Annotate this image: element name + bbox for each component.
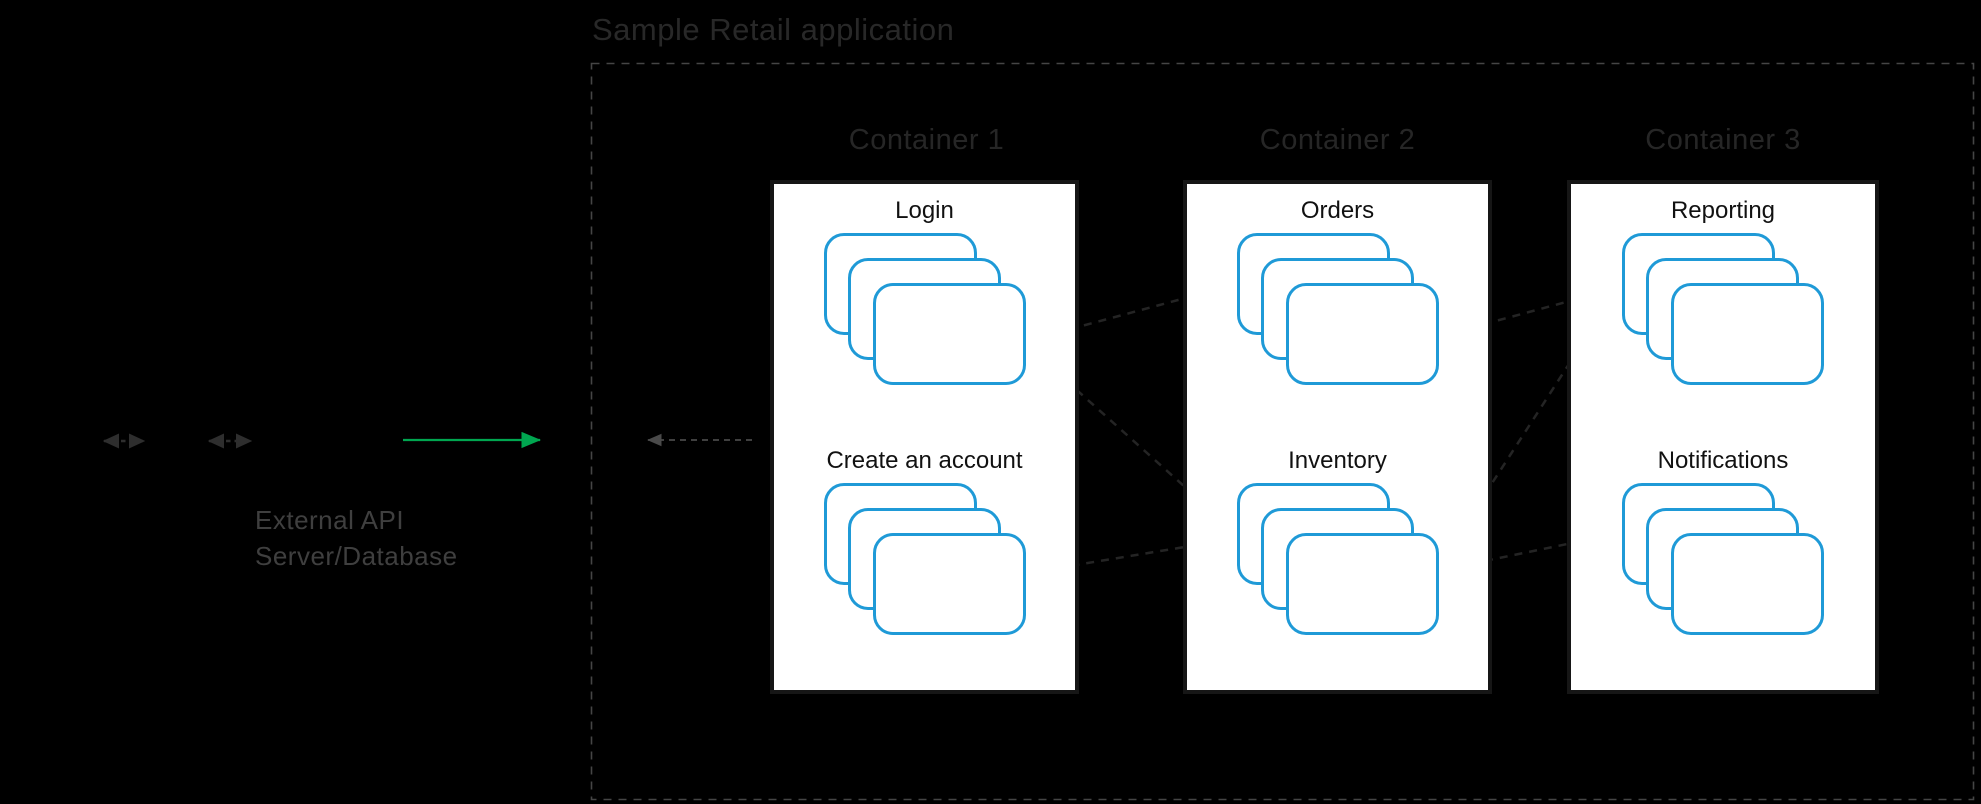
container-1-box: Login Create an account xyxy=(770,180,1079,694)
service-notifications: Notifications xyxy=(1571,446,1875,635)
service-notifications-stack xyxy=(1622,483,1824,635)
service-create-account-stack xyxy=(823,483,1026,635)
container-2-box: Orders Inventory xyxy=(1183,180,1492,694)
service-orders-label: Orders xyxy=(1300,197,1375,224)
external-system-label: External API Server/Database xyxy=(255,502,458,574)
service-reporting: Reporting xyxy=(1571,196,1875,385)
service-card xyxy=(872,283,1026,385)
service-inventory-label: Inventory xyxy=(1288,447,1387,474)
external-system-line1: External API xyxy=(255,505,405,535)
container-3-label: Container 3 xyxy=(1645,124,1801,156)
service-card xyxy=(1285,533,1439,635)
service-card xyxy=(1285,283,1439,385)
container-1-label: Container 1 xyxy=(848,124,1005,156)
service-login: Login xyxy=(774,196,1075,385)
diagram-title: Sample Retail application xyxy=(592,12,955,47)
service-orders-stack xyxy=(1236,233,1439,385)
service-inventory: Inventory xyxy=(1187,446,1488,635)
service-card xyxy=(1671,283,1824,385)
system-boundary xyxy=(590,62,1975,801)
container-2-label: Container 2 xyxy=(1259,124,1416,156)
service-orders: Orders xyxy=(1187,196,1488,385)
service-login-label: Login xyxy=(895,197,954,224)
service-create-account: Create an account xyxy=(774,446,1075,635)
service-reporting-stack xyxy=(1622,233,1824,385)
external-system-line2: Server/Database xyxy=(255,541,458,571)
container-3-box: Reporting Notifications xyxy=(1567,180,1879,694)
service-inventory-stack xyxy=(1236,483,1439,635)
service-create-account-label: Create an account xyxy=(826,447,1023,474)
service-notifications-label: Notifications xyxy=(1657,447,1789,474)
service-card xyxy=(1671,533,1824,635)
service-card xyxy=(872,533,1026,635)
service-login-stack xyxy=(823,233,1026,385)
service-reporting-label: Reporting xyxy=(1670,197,1776,224)
